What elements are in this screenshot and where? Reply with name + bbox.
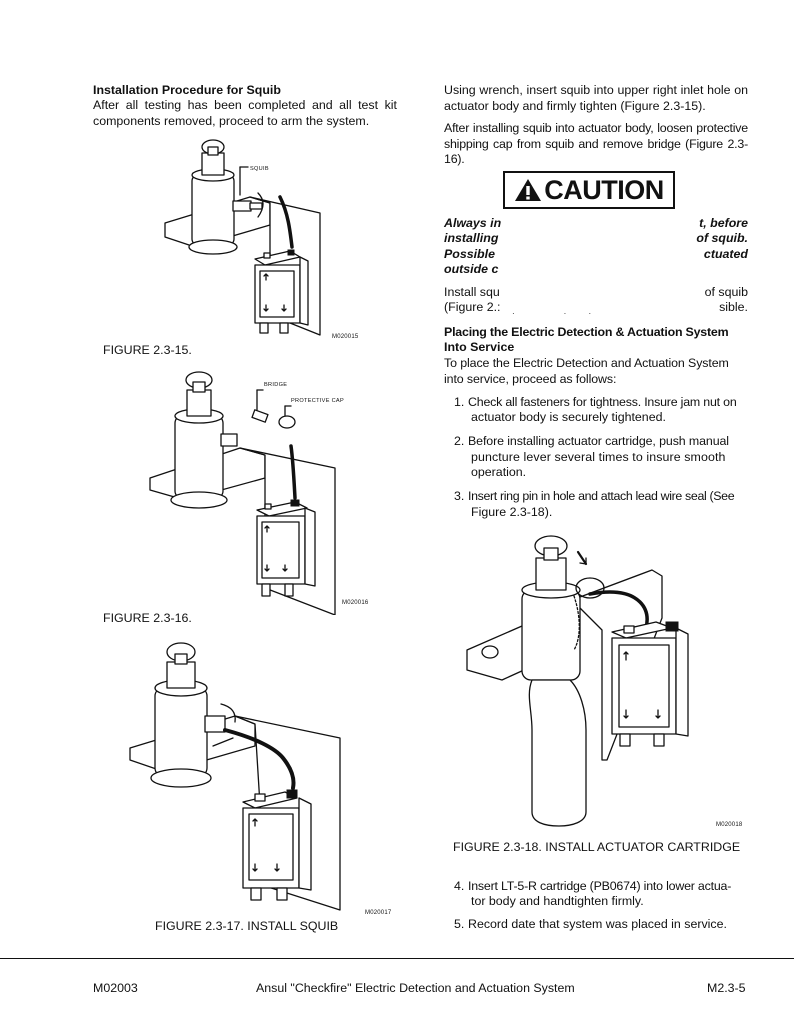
section-heading-squib: Installation Procedure for Squib: [93, 83, 281, 97]
footer-doc-code: M02003: [93, 981, 138, 995]
caution-line-1-right: t, before: [699, 216, 748, 230]
figure-code-17: M020017: [365, 910, 392, 916]
actuator-body: [521, 589, 581, 681]
figure-code-18: M020018: [716, 822, 743, 828]
figure-caption-18: FIGURE 2.3-18. INSTALL ACTUATOR CARTRIDG…: [453, 840, 741, 854]
figure-2-3-16-illustration: [149, 371, 336, 615]
lead-wire: [588, 590, 649, 630]
footer-title: Ansul "Checkfire" Electric Detection and…: [256, 981, 575, 995]
squib: [220, 433, 238, 447]
caution-line-4-left: outside c: [444, 262, 499, 276]
caution-line-3-left: Possible: [444, 247, 495, 261]
paragraph-insert-squib: Using wrench, insert squib into upper ri…: [444, 83, 748, 113]
intro-placing-paragraph: To place the Electric Detection and Actu…: [444, 356, 729, 386]
figure-code-16: M020016: [342, 600, 369, 606]
callout-squib: SQUIB: [250, 166, 269, 172]
caution-line-1-left: Always in: [444, 216, 502, 230]
figure-2-3-18-illustration: [466, 535, 689, 827]
install-line-1-left: Install squ: [444, 285, 500, 299]
footer-divider: [0, 958, 794, 959]
protective-cap: [278, 415, 296, 429]
lead-wire: [223, 728, 296, 790]
caution-line-2-right: of squib.: [696, 231, 748, 245]
caution-banner: CAUTION: [503, 171, 675, 209]
squib: [232, 200, 252, 212]
paragraph-remove-bridge: After installing squib into actuator bod…: [444, 121, 748, 166]
caution-line-3-right: ctuated: [703, 247, 748, 261]
section-heading-placing-line2: Into Service: [444, 340, 515, 354]
figure-caption-17: FIGURE 2.3-17. INSTALL SQUIB: [155, 919, 339, 933]
lead-wire-seal: [573, 595, 580, 651]
ring-pin: [575, 577, 605, 599]
figure-caption-16: FIGURE 2.3-16.: [103, 611, 192, 625]
figure-2-3-15-illustration: [164, 139, 321, 336]
footer-page-number: M2.3-5: [707, 981, 746, 995]
install-line-2-left: (Figure 2.:: [444, 300, 501, 314]
caution-line-2-left: installing: [444, 231, 499, 245]
squib: [204, 715, 226, 733]
bridge: [251, 409, 269, 423]
warning-triangle-icon: [515, 179, 542, 201]
actuator-body: [191, 174, 235, 246]
callout-protective-cap: PROTECTIVE CAP: [291, 398, 344, 404]
intro-paragraph: After all testing has been completed and…: [93, 98, 397, 128]
lead-wire: [289, 444, 297, 500]
lead-wire: [278, 195, 294, 249]
actuator-body: [154, 687, 208, 777]
install-line-2-right: sible.: [719, 300, 748, 314]
figure-2-3-17-illustration: [129, 642, 341, 911]
figure-code-15: M020015: [332, 334, 359, 340]
actuator-body: [174, 415, 224, 499]
callout-bridge: BRIDGE: [264, 382, 288, 388]
install-line-1-right: of squib: [704, 285, 748, 299]
actuator-cartridge: [528, 679, 587, 827]
section-heading-placing-line1: Placing the Electric Detection & Actuati…: [444, 325, 729, 339]
caution-label: CAUTION: [544, 174, 664, 205]
figure-caption-15: FIGURE 2.3-15.: [103, 343, 192, 357]
